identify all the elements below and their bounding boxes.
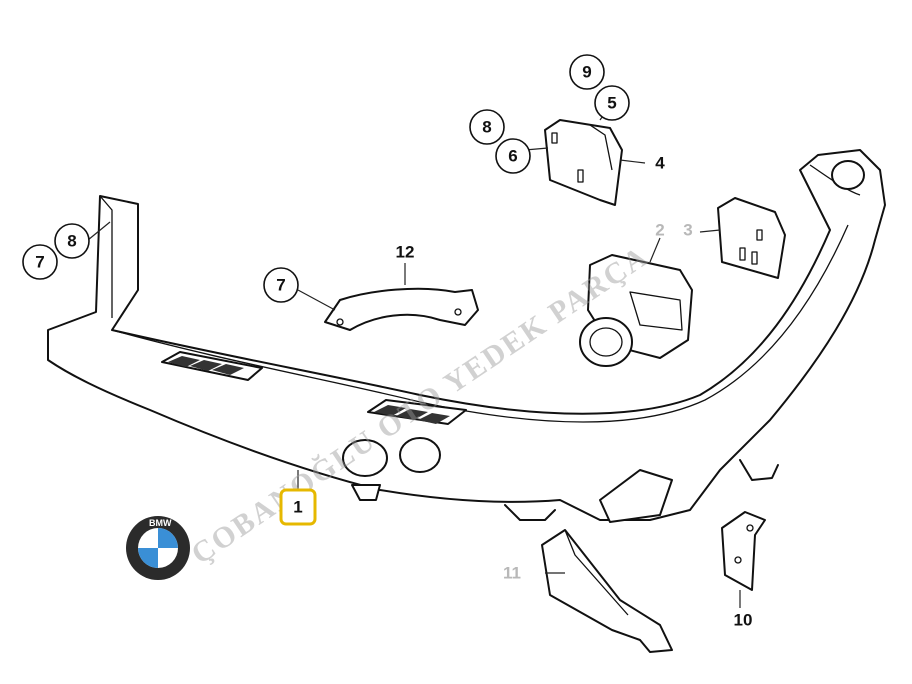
callout-label: 7 xyxy=(276,276,285,295)
callout-lines xyxy=(87,105,741,608)
callout-label: 8 xyxy=(67,232,76,251)
callout-label: 4 xyxy=(655,154,665,173)
part-12-strap xyxy=(324,287,479,331)
callout-c6[interactable]: 6 xyxy=(495,138,531,174)
callout-label: 7 xyxy=(35,253,44,272)
callout-c8a[interactable]: 8 xyxy=(54,223,90,259)
main-carrier xyxy=(47,149,886,523)
callout-c12[interactable]: 12 xyxy=(396,243,415,262)
callout-label: 9 xyxy=(582,63,591,82)
vent-center xyxy=(367,399,467,425)
bmw-logo: BMW xyxy=(126,516,190,580)
callout-c11[interactable]: 11 xyxy=(503,564,521,583)
callout-c7b[interactable]: 7 xyxy=(263,267,299,303)
callout-c1[interactable]: 1 xyxy=(279,488,317,526)
callout-c7a[interactable]: 7 xyxy=(22,244,58,280)
part-3-bracket xyxy=(717,197,786,279)
callout-c10[interactable]: 10 xyxy=(734,611,753,630)
callout-c8b[interactable]: 8 xyxy=(469,109,505,145)
callout-c4[interactable]: 4 xyxy=(655,154,665,173)
part-11-support xyxy=(541,529,673,653)
vent-left xyxy=(161,351,263,381)
callout-c5[interactable]: 5 xyxy=(594,85,630,121)
callout-c3[interactable]: 3 xyxy=(683,221,692,240)
callout-label: 3 xyxy=(683,221,692,240)
part-4-bracket xyxy=(544,119,623,206)
callout-label: 1 xyxy=(293,498,302,517)
bmw-logo-text: BMW xyxy=(149,518,172,528)
callout-label: 5 xyxy=(607,94,616,113)
callout-label: 12 xyxy=(396,243,415,262)
callout-label: 11 xyxy=(503,564,521,583)
part-10-bracket xyxy=(721,511,766,591)
callout-label: 10 xyxy=(734,611,753,630)
part-2-housing xyxy=(579,254,693,367)
callout-c2[interactable]: 2 xyxy=(655,221,664,240)
callout-label: 2 xyxy=(655,221,664,240)
callout-c9[interactable]: 9 xyxy=(569,54,605,90)
callout-label: 6 xyxy=(508,147,517,166)
callout-label: 8 xyxy=(482,118,491,137)
